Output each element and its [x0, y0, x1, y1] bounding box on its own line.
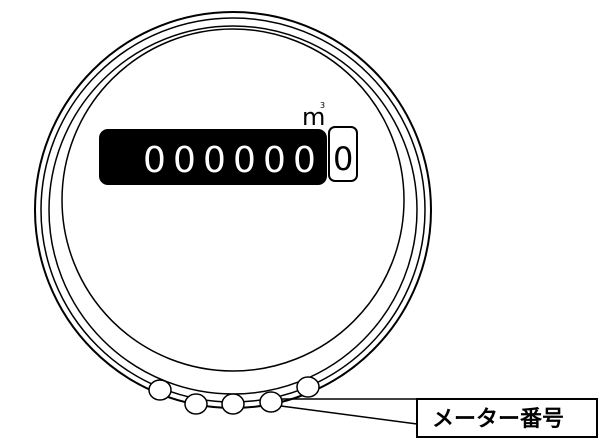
counter-digit: 0 [233, 140, 256, 181]
number-circles [148, 376, 320, 415]
counter-digit: 0 [143, 140, 166, 181]
counter-digit: 0 [263, 140, 286, 181]
middle-ring [48, 25, 418, 395]
counter-digit: 0 [293, 140, 316, 181]
counter-digit: 0 [203, 140, 226, 181]
number-circle [184, 393, 208, 415]
meter-bezel [34, 11, 432, 409]
callout-label-box: メーター番号 [416, 398, 598, 438]
counter-main-window [99, 129, 327, 185]
callout-leader [280, 398, 418, 425]
unit-exponent: 3 [320, 101, 325, 110]
counter-last-digit: 0 [333, 140, 353, 178]
number-circle [221, 393, 245, 415]
outer-ring [34, 11, 432, 409]
callout-label: メーター番号 [432, 407, 564, 432]
number-circle [259, 391, 283, 413]
dial-face-ring [61, 28, 405, 372]
odometer-counter: 0 0 0 0 0 0 0 [99, 126, 358, 185]
number-circle [296, 376, 320, 398]
callout-box [416, 398, 598, 438]
leader-line-lower [280, 405, 418, 425]
unit-label: m 3 [302, 101, 325, 131]
counter-last-digit-window [328, 126, 358, 182]
unit-base: m [302, 103, 325, 131]
counter-digit: 0 [173, 140, 196, 181]
number-circle [148, 379, 172, 401]
outer-ring-inner [40, 17, 426, 403]
